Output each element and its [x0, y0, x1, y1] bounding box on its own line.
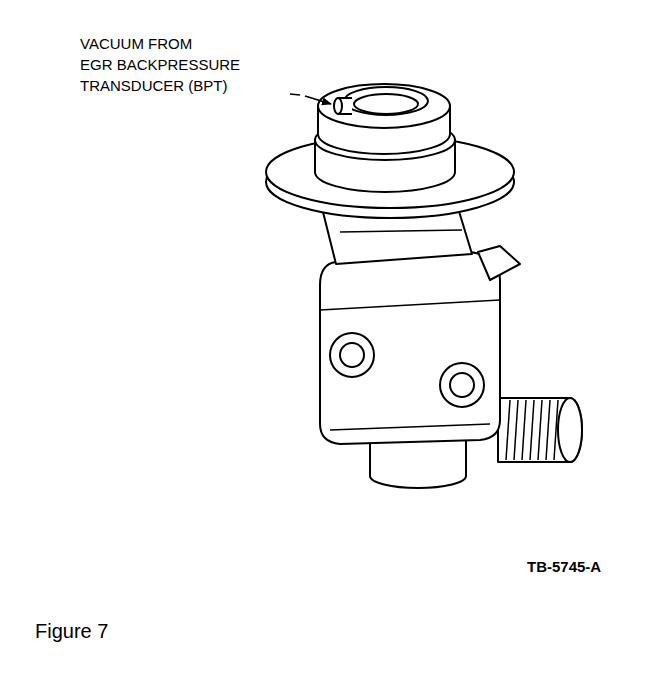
figure-code: TB-5745-A — [527, 558, 601, 576]
callout-label: VACUUM FROM EGR BACKPRESSURE TRANSDUCER … — [80, 33, 240, 96]
figure-caption: Figure 7 — [35, 619, 108, 643]
